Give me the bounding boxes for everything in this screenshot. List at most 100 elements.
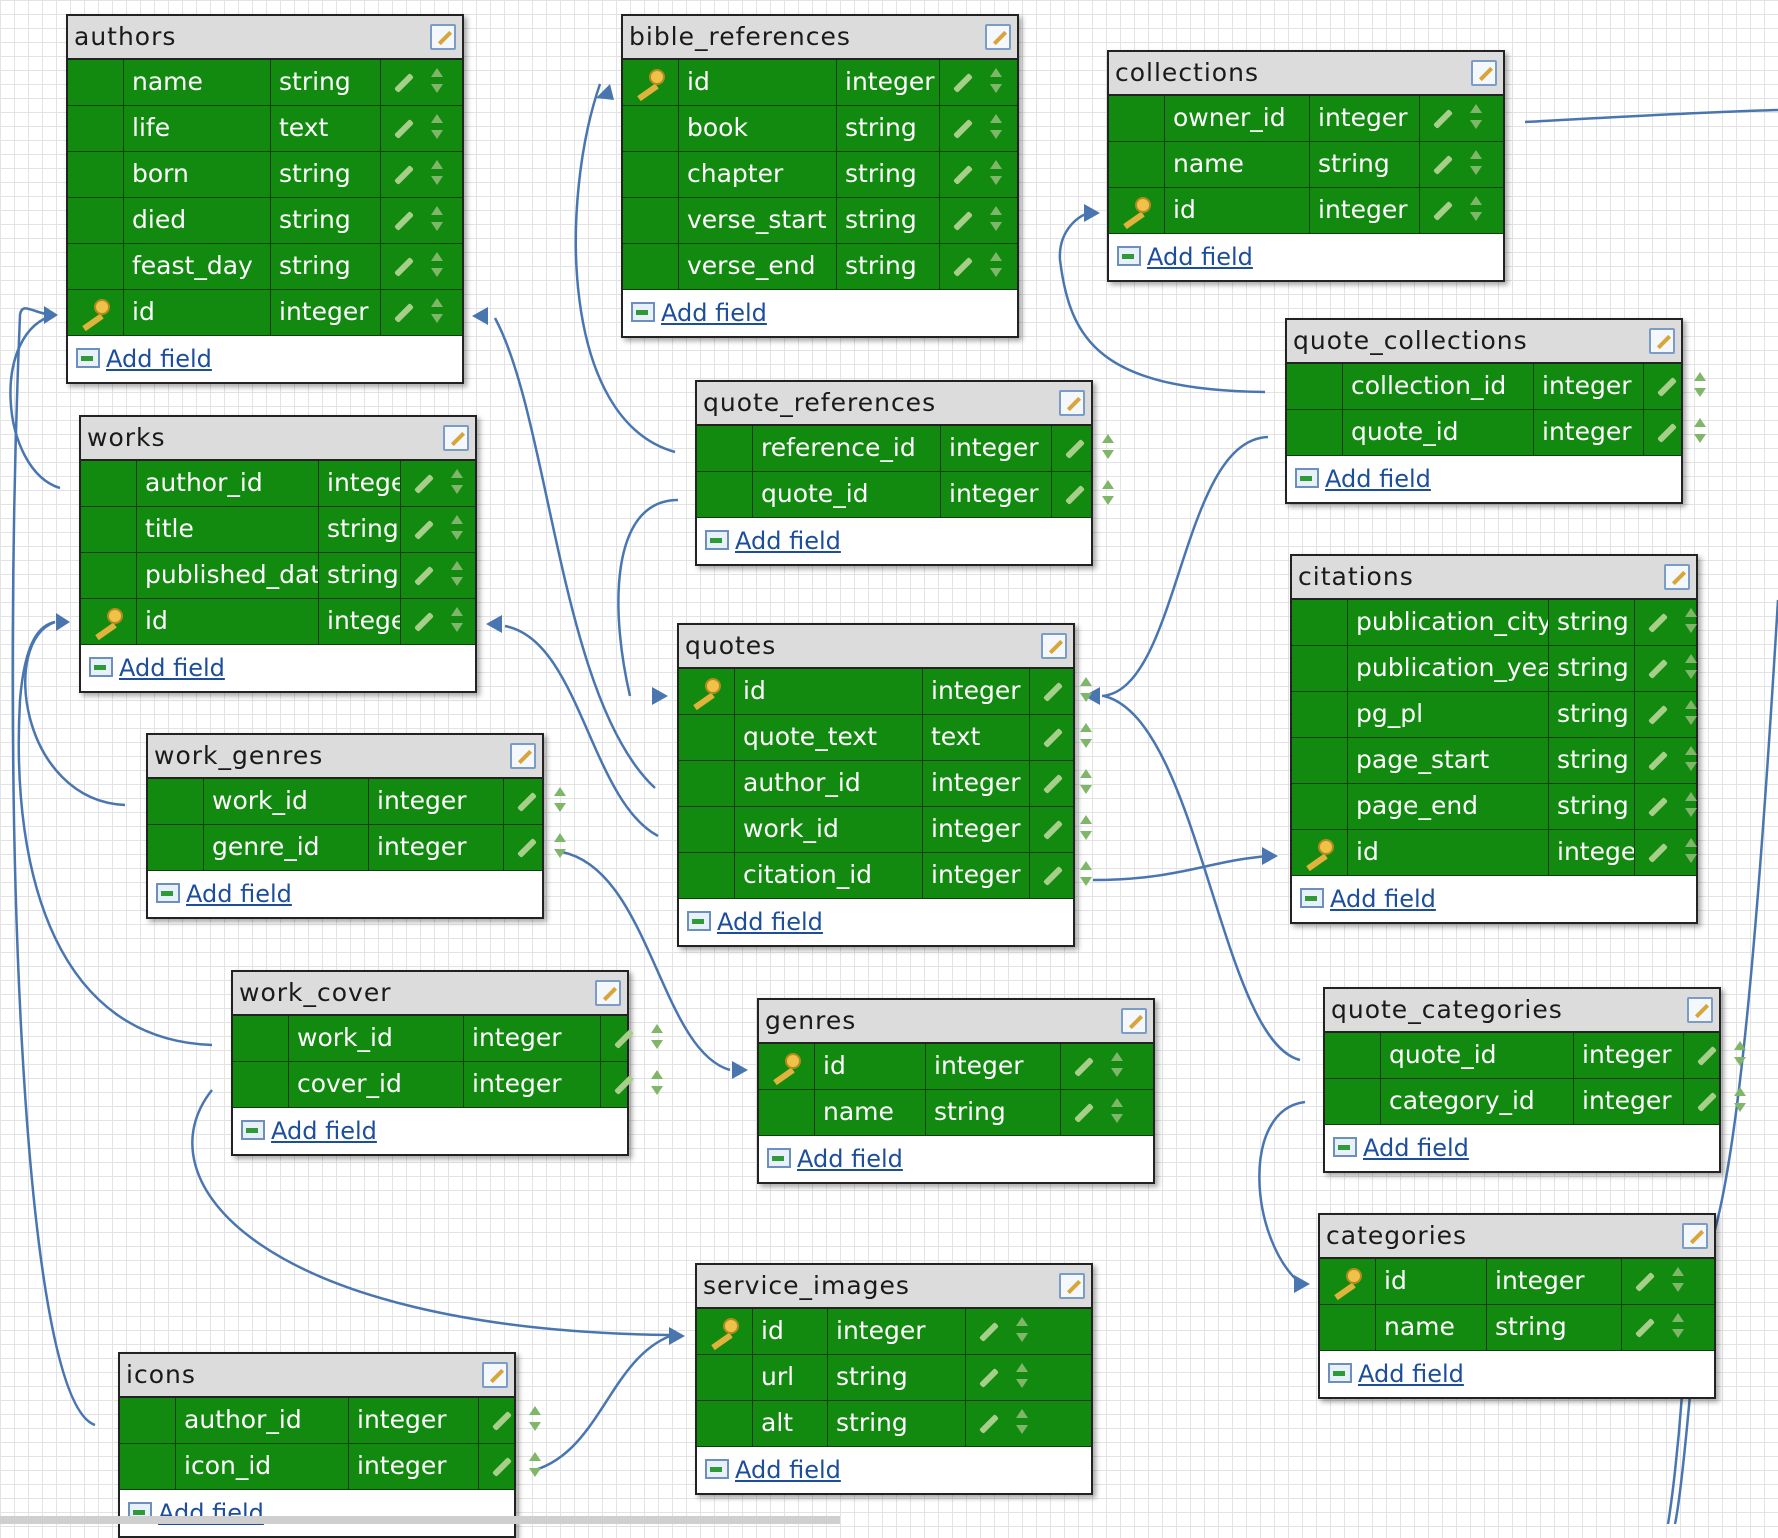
- edit-field-icon[interactable]: [414, 474, 434, 494]
- reorder-arrows-icon[interactable]: [451, 469, 463, 497]
- add-field-link[interactable]: Add field: [797, 1145, 903, 1173]
- field-type[interactable]: string: [1549, 784, 1635, 829]
- add-field-icon[interactable]: [1117, 246, 1141, 266]
- reorder-arrows-icon[interactable]: [990, 160, 1002, 188]
- edit-field-icon[interactable]: [1657, 377, 1677, 397]
- field-type[interactable]: string: [926, 1090, 1061, 1135]
- reorder-arrows-icon[interactable]: [451, 607, 463, 635]
- field-type[interactable]: integer: [349, 1444, 479, 1489]
- reorder-arrows-icon[interactable]: [1685, 608, 1697, 636]
- field-type[interactable]: integer: [349, 1398, 479, 1443]
- field-type[interactable]: string: [319, 553, 401, 598]
- reorder-arrows-icon[interactable]: [1080, 861, 1092, 889]
- field-type[interactable]: integer: [923, 669, 1030, 714]
- field-name[interactable]: id: [1348, 830, 1549, 875]
- field-type[interactable]: integer: [1310, 188, 1420, 233]
- field-type[interactable]: integer: [1549, 830, 1635, 875]
- field-type[interactable]: integer: [369, 779, 504, 824]
- field-name[interactable]: id: [753, 1309, 828, 1354]
- reorder-arrows-icon[interactable]: [1734, 1087, 1746, 1115]
- field-name[interactable]: died: [124, 198, 271, 243]
- edit-field-icon[interactable]: [953, 257, 973, 277]
- field-type[interactable]: string: [271, 198, 381, 243]
- reorder-arrows-icon[interactable]: [990, 206, 1002, 234]
- edit-table-icon[interactable]: [595, 980, 621, 1006]
- add-field-icon[interactable]: [1295, 468, 1319, 488]
- add-field-link[interactable]: Add field: [661, 299, 767, 327]
- field-name[interactable]: author_id: [735, 761, 923, 806]
- field-type[interactable]: string: [1487, 1305, 1622, 1350]
- field-type[interactable]: string: [271, 244, 381, 289]
- field-name[interactable]: name: [124, 60, 271, 105]
- edit-table-icon[interactable]: [430, 24, 456, 50]
- field-name[interactable]: id: [1165, 188, 1310, 233]
- field-name[interactable]: author_id: [137, 461, 319, 506]
- reorder-arrows-icon[interactable]: [431, 160, 443, 188]
- edit-field-icon[interactable]: [979, 1368, 999, 1388]
- edit-field-icon[interactable]: [394, 119, 414, 139]
- add-field-icon[interactable]: [631, 302, 655, 322]
- edit-table-icon[interactable]: [1664, 564, 1690, 590]
- add-field-icon[interactable]: [156, 883, 180, 903]
- field-type[interactable]: integer: [941, 472, 1052, 517]
- reorder-arrows-icon[interactable]: [431, 114, 443, 142]
- field-name[interactable]: quote_id: [1381, 1033, 1574, 1078]
- field-name[interactable]: id: [137, 599, 319, 644]
- edit-field-icon[interactable]: [1433, 109, 1453, 129]
- add-field-link[interactable]: Add field: [1358, 1360, 1464, 1388]
- field-type[interactable]: integer: [464, 1062, 601, 1107]
- add-field-link[interactable]: Add field: [717, 908, 823, 936]
- field-name[interactable]: born: [124, 152, 271, 197]
- edit-table-icon[interactable]: [1059, 390, 1085, 416]
- reorder-arrows-icon[interactable]: [431, 68, 443, 96]
- reorder-arrows-icon[interactable]: [529, 1406, 541, 1434]
- edit-field-icon[interactable]: [1433, 155, 1453, 175]
- edit-table-icon[interactable]: [482, 1362, 508, 1388]
- field-name[interactable]: author_id: [176, 1398, 349, 1443]
- field-type[interactable]: integer: [1487, 1259, 1622, 1304]
- add-field-link[interactable]: Add field: [106, 345, 212, 373]
- field-name[interactable]: owner_id: [1165, 96, 1310, 141]
- add-field-link[interactable]: Add field: [735, 527, 841, 555]
- field-name[interactable]: page_end: [1348, 784, 1549, 829]
- edit-field-icon[interactable]: [1697, 1046, 1717, 1066]
- field-type[interactable]: text: [923, 715, 1030, 760]
- edit-field-icon[interactable]: [1648, 797, 1668, 817]
- reorder-arrows-icon[interactable]: [1111, 1052, 1123, 1080]
- reorder-arrows-icon[interactable]: [651, 1070, 663, 1098]
- field-name[interactable]: icon_id: [176, 1444, 349, 1489]
- field-type[interactable]: string: [837, 244, 940, 289]
- add-field-icon[interactable]: [89, 657, 113, 677]
- reorder-arrows-icon[interactable]: [1694, 372, 1706, 400]
- reorder-arrows-icon[interactable]: [1685, 792, 1697, 820]
- reorder-arrows-icon[interactable]: [1685, 746, 1697, 774]
- edit-field-icon[interactable]: [1074, 1057, 1094, 1077]
- reorder-arrows-icon[interactable]: [990, 114, 1002, 142]
- field-type[interactable]: integer: [941, 426, 1052, 471]
- reorder-arrows-icon[interactable]: [1016, 1317, 1028, 1345]
- field-type[interactable]: integer: [1574, 1079, 1684, 1124]
- edit-table-icon[interactable]: [510, 743, 536, 769]
- field-type[interactable]: string: [319, 507, 401, 552]
- field-type[interactable]: integer: [271, 290, 381, 335]
- field-name[interactable]: alt: [753, 1401, 828, 1446]
- edit-field-icon[interactable]: [414, 612, 434, 632]
- field-name[interactable]: id: [1376, 1259, 1487, 1304]
- field-name[interactable]: quote_id: [753, 472, 941, 517]
- field-type[interactable]: integer: [828, 1309, 966, 1354]
- add-field-icon[interactable]: [1300, 888, 1324, 908]
- reorder-arrows-icon[interactable]: [1470, 150, 1482, 178]
- field-type[interactable]: integer: [319, 599, 401, 644]
- edit-field-icon[interactable]: [1074, 1103, 1094, 1123]
- reorder-arrows-icon[interactable]: [1080, 723, 1092, 751]
- field-name[interactable]: id: [735, 669, 923, 714]
- field-type[interactable]: integer: [369, 825, 504, 870]
- reorder-arrows-icon[interactable]: [431, 298, 443, 326]
- add-field-icon[interactable]: [767, 1148, 791, 1168]
- field-type[interactable]: string: [271, 152, 381, 197]
- edit-field-icon[interactable]: [1648, 613, 1668, 633]
- edit-field-icon[interactable]: [1697, 1092, 1717, 1112]
- field-name[interactable]: book: [679, 106, 837, 151]
- edit-field-icon[interactable]: [394, 257, 414, 277]
- add-field-icon[interactable]: [687, 911, 711, 931]
